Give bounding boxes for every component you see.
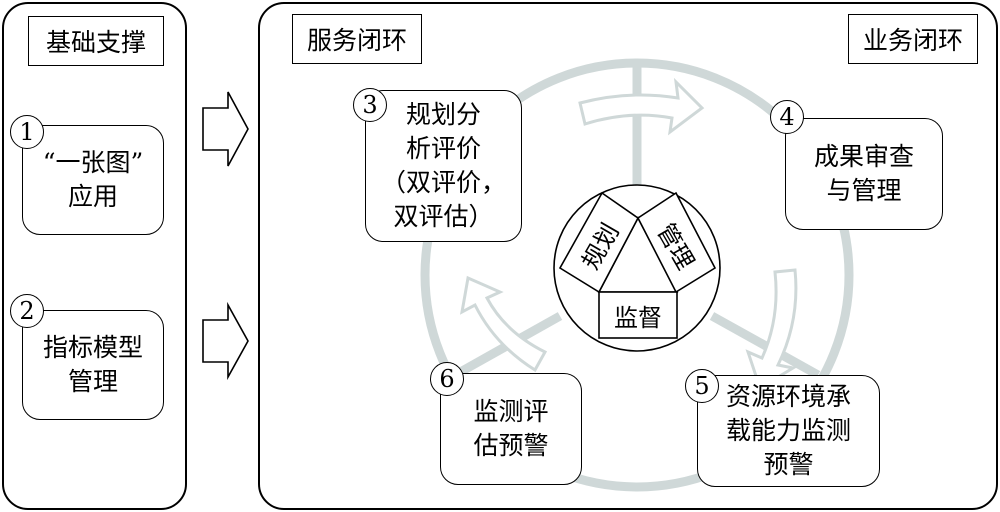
step-3-badge: 3 [353, 88, 387, 122]
step-2-badge: 2 [10, 294, 44, 328]
step-5-badge: 5 [685, 369, 719, 403]
curved-arrow-clockwise-icon [459, 275, 548, 373]
service-loop-label: 服务闭环 [292, 14, 422, 64]
one-map-application-box: “一张图” 应用 [22, 125, 164, 235]
spoke-lower-right [709, 312, 821, 379]
foundation-title: 基础支撑 [28, 16, 164, 66]
carrying-capacity-line-1: 资源环境承 [725, 382, 851, 411]
business-loop-label: 业务闭环 [848, 14, 978, 64]
step-6-badge: 6 [430, 362, 464, 396]
curved-arrow-clockwise-icon [578, 77, 705, 136]
planning-analysis-line-3: （双评价， [380, 168, 506, 197]
step-4-badge: 4 [770, 100, 804, 134]
monitoring-eval-box: 监测评 估预警 [440, 373, 582, 485]
indicator-model-box: 指标模型 管理 [22, 310, 164, 420]
one-map-line-2: 应用 [67, 182, 118, 211]
carrying-capacity-line-3: 预警 [763, 450, 814, 479]
planning-analysis-line-2: 析评价 [405, 134, 481, 163]
hollow-arrow-right-icon [202, 301, 249, 381]
supervision-label: 监督 [614, 303, 662, 332]
planning-analysis-box: 规划分 析评价 （双评价， 双评估） [365, 90, 522, 242]
result-review-line-2: 与管理 [826, 176, 902, 205]
hollow-arrow-right-icon [202, 91, 249, 167]
curved-arrow-clockwise-icon [745, 268, 798, 391]
supervision-rect [598, 291, 678, 339]
indicator-model-line-2: 管理 [67, 367, 118, 396]
result-review-box: 成果审查 与管理 [785, 118, 943, 230]
monitoring-eval-line-1: 监测评 [473, 397, 549, 426]
indicator-model-line-1: 指标模型 [42, 333, 143, 362]
one-map-line-1: “一张图” [42, 148, 144, 177]
step-1-badge: 1 [10, 115, 44, 149]
carrying-capacity-line-2: 载能力监测 [725, 416, 851, 445]
monitoring-eval-line-2: 估预警 [473, 431, 549, 460]
result-review-line-1: 成果审查 [813, 142, 914, 171]
foundation-panel [2, 2, 187, 510]
planning-analysis-line-4: 双评估） [393, 202, 494, 231]
planning-analysis-line-1: 规划分 [405, 100, 481, 129]
carrying-capacity-box: 资源环境承 载能力监测 预警 [697, 375, 880, 487]
